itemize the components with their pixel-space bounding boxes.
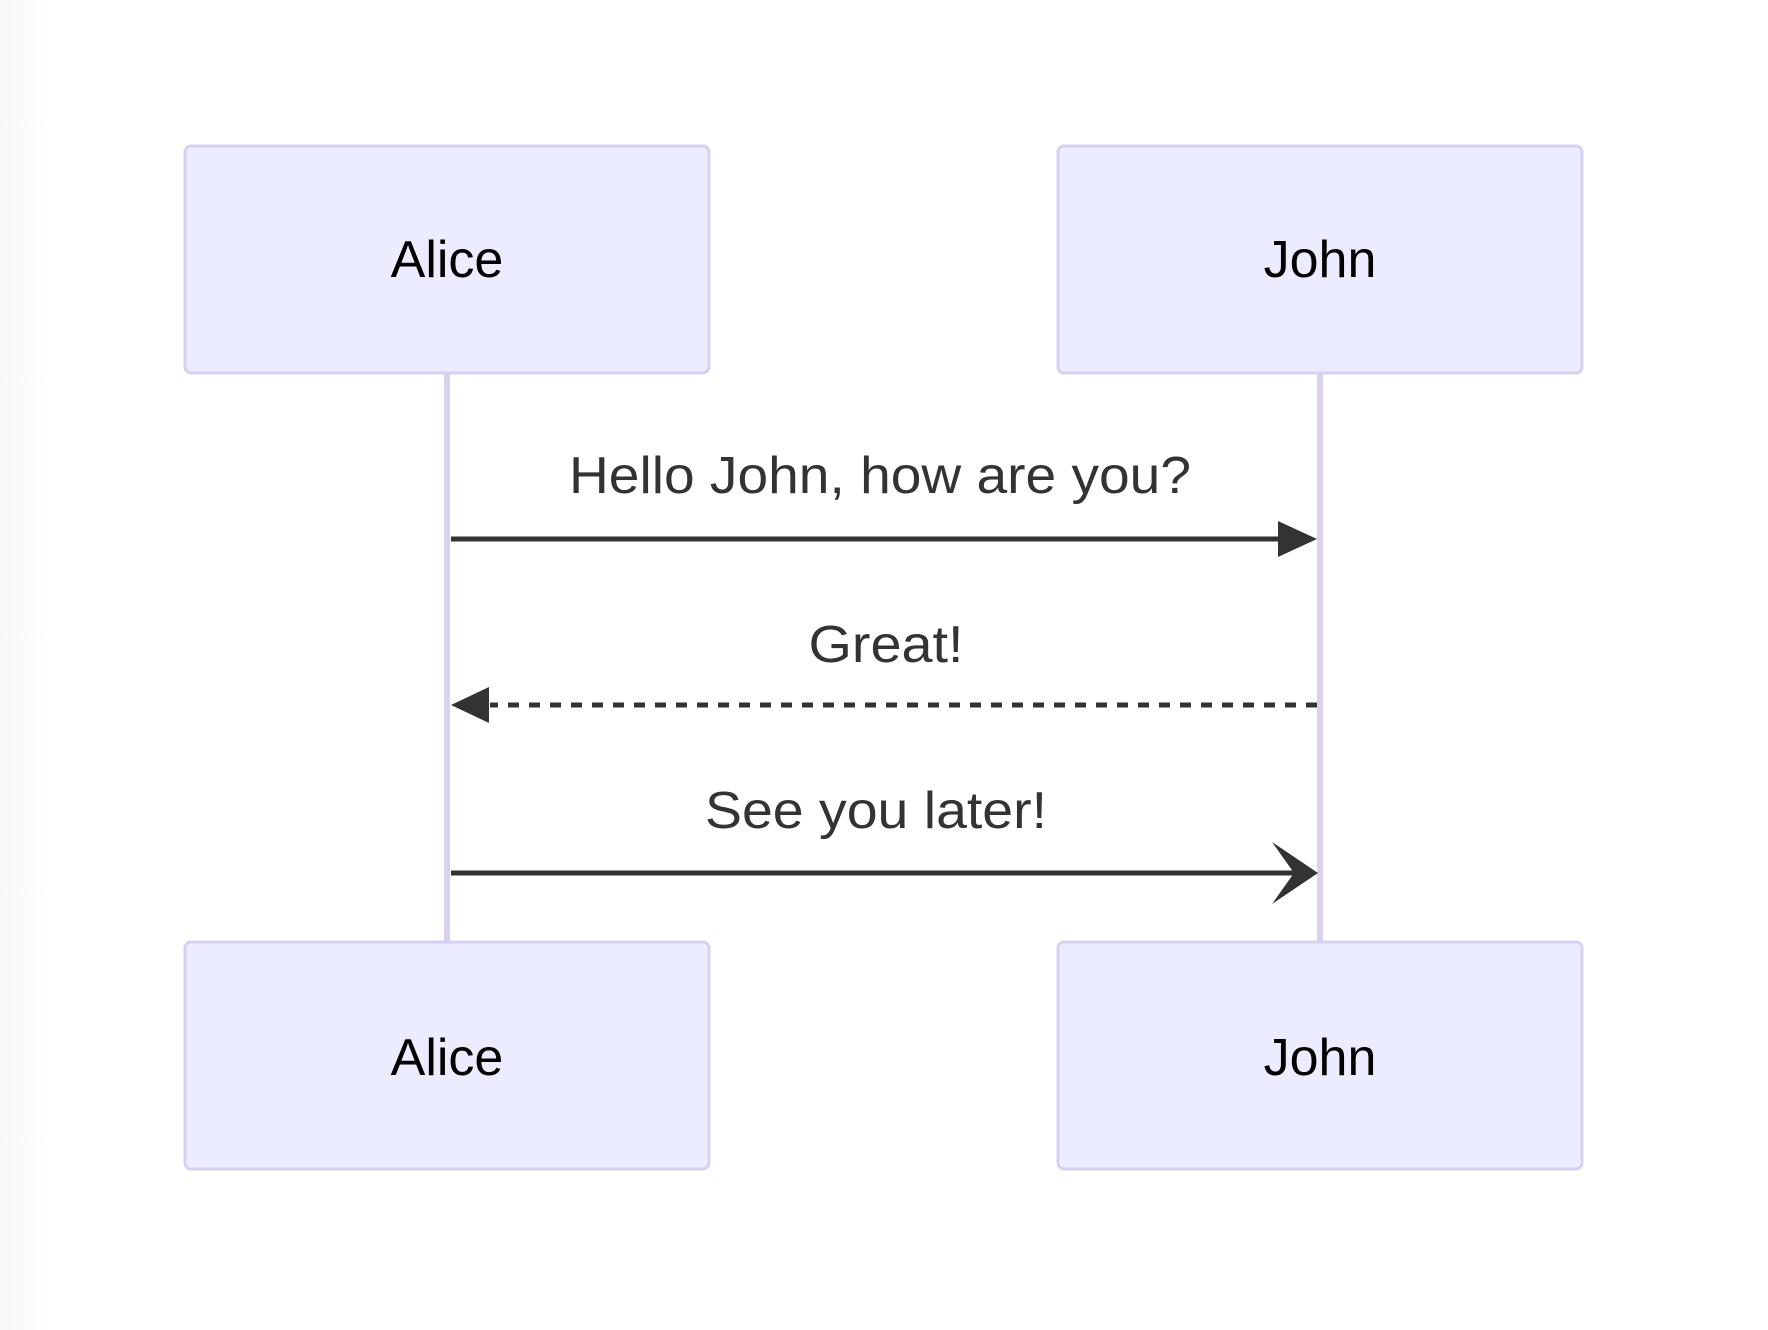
actor-bottom-alice[interactable]: Alice <box>183 940 711 1171</box>
actor-box <box>1056 144 1584 375</box>
message-label: Great! <box>809 616 964 674</box>
actor-box <box>1056 940 1584 1171</box>
left-edge-shade <box>0 0 48 1330</box>
message-label: See you later! <box>705 782 1047 840</box>
actor-label: John <box>1264 231 1377 289</box>
actor-label: Alice <box>391 231 504 289</box>
actor-top-alice[interactable]: Alice <box>183 144 711 375</box>
actor-top-john[interactable]: John <box>1056 144 1584 375</box>
actor-box <box>183 144 711 375</box>
message-1: Hello John, how are you? <box>451 447 1317 557</box>
actor-label: Alice <box>391 1029 504 1087</box>
message-3: See you later! <box>451 782 1318 904</box>
message-2: Great! <box>451 616 1317 723</box>
arrowhead-filled-icon <box>451 687 489 723</box>
actor-label: John <box>1264 1029 1377 1087</box>
actor-box <box>183 940 711 1171</box>
message-label: Hello John, how are you? <box>569 447 1191 505</box>
actor-bottom-john[interactable]: John <box>1056 940 1584 1171</box>
arrowhead-filled-icon <box>1278 521 1317 557</box>
arrowhead-open-icon <box>1272 842 1318 904</box>
